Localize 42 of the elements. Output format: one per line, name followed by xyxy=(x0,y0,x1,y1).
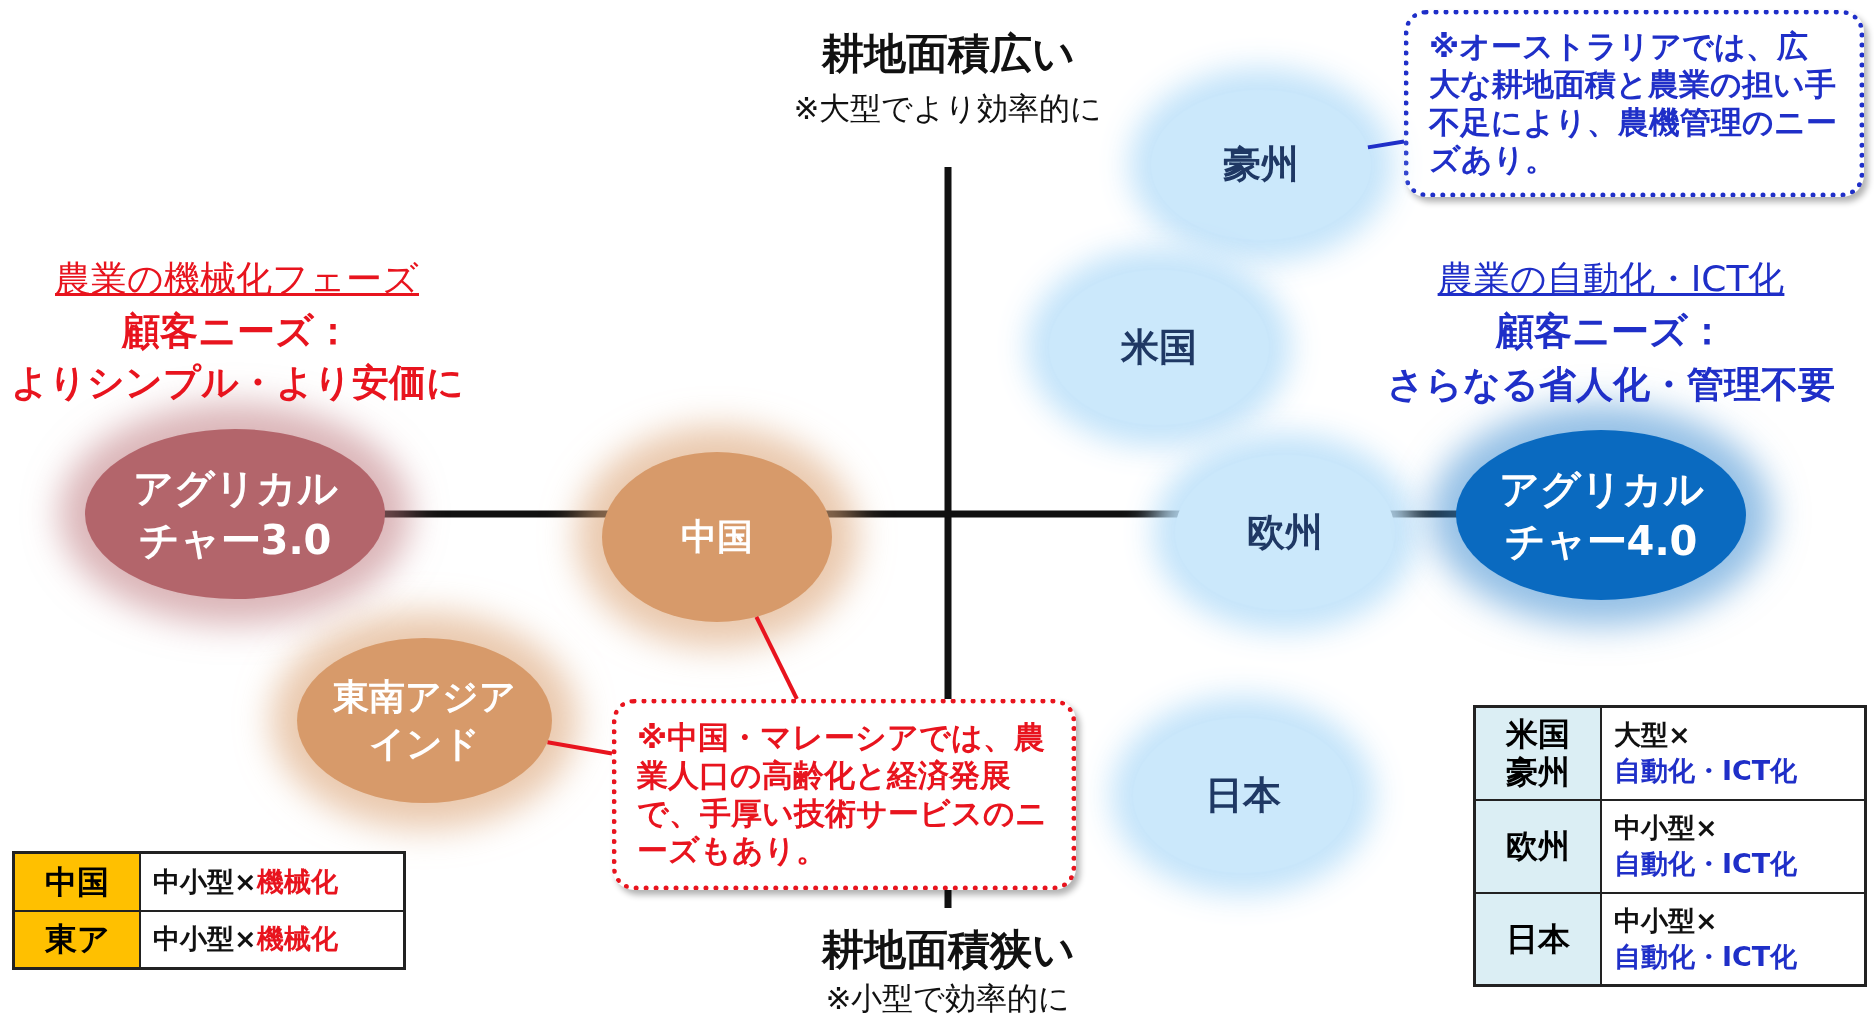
size-text: 大型× xyxy=(1614,718,1692,753)
leader-line xyxy=(754,615,799,700)
region-label: 東南アジアインド xyxy=(332,674,517,766)
needs-heading: 顧客ニーズ： xyxy=(122,308,352,355)
callout-box xyxy=(612,699,1076,890)
needs-text: よりシンプル・より安価に xyxy=(10,360,464,406)
region-label: 豪州 xyxy=(1223,141,1299,189)
needs-heading: 顧客ニーズ： xyxy=(1496,308,1726,355)
callout-box xyxy=(1404,10,1864,197)
callout-text: ※中国・マレーシアでは、農業人口の高齢化と経済発展で、手厚い技術サービスのニーズもあり。 xyxy=(637,718,1048,871)
region-label: 米国 xyxy=(1121,323,1197,371)
axis-label: 耕地面積狭い xyxy=(821,924,1075,976)
size-text: 中小型× xyxy=(1614,811,1719,845)
technology-text: 自動化・ICT化 xyxy=(1614,939,1799,974)
technology-text: 機械化 xyxy=(256,865,338,897)
phase-ellipse xyxy=(1456,430,1746,600)
region-label: 中国 xyxy=(681,514,753,559)
technology-text: 自動化・ICT化 xyxy=(1614,754,1799,789)
callout-text: ※オーストラリアでは、広大な耕地面積と農業の担い手不足により、農機管理のニーズあり。 xyxy=(1429,27,1838,180)
size-text: 中小型× xyxy=(153,923,257,955)
region-label: アグリカルチャー3.0 xyxy=(131,464,339,565)
phase-heading: 農業の機械化フェーズ xyxy=(55,257,419,301)
leader-line xyxy=(1367,139,1405,150)
technology-text: 機械化 xyxy=(256,923,338,955)
region-header: 中国 xyxy=(13,852,140,911)
size-text: 中小型× xyxy=(1614,903,1719,938)
region-header: 東ア xyxy=(13,910,140,969)
region-header: 欧州 xyxy=(1474,799,1601,893)
axis-label: 耕地面積広い xyxy=(821,28,1075,80)
region-header: 日本 xyxy=(1474,892,1601,986)
region-ellipse xyxy=(602,452,832,622)
region-label: 日本 xyxy=(1205,771,1281,819)
technology-text: 自動化・ICT化 xyxy=(1614,847,1799,881)
phase-heading: 農業の自動化・ICT化 xyxy=(1437,257,1785,301)
region-label: アグリカルチャー4.0 xyxy=(1497,465,1705,566)
axis-note: ※大型でより効率的に xyxy=(793,89,1103,128)
needs-text: さらなる省人化・管理不要 xyxy=(1387,362,1835,408)
region-header: 米国豪州 xyxy=(1474,706,1601,800)
size-text: 中小型× xyxy=(153,865,257,897)
leader-line xyxy=(547,740,613,756)
axis-note: ※小型で効率的に xyxy=(825,979,1071,1016)
region-label: 欧州 xyxy=(1247,508,1323,556)
